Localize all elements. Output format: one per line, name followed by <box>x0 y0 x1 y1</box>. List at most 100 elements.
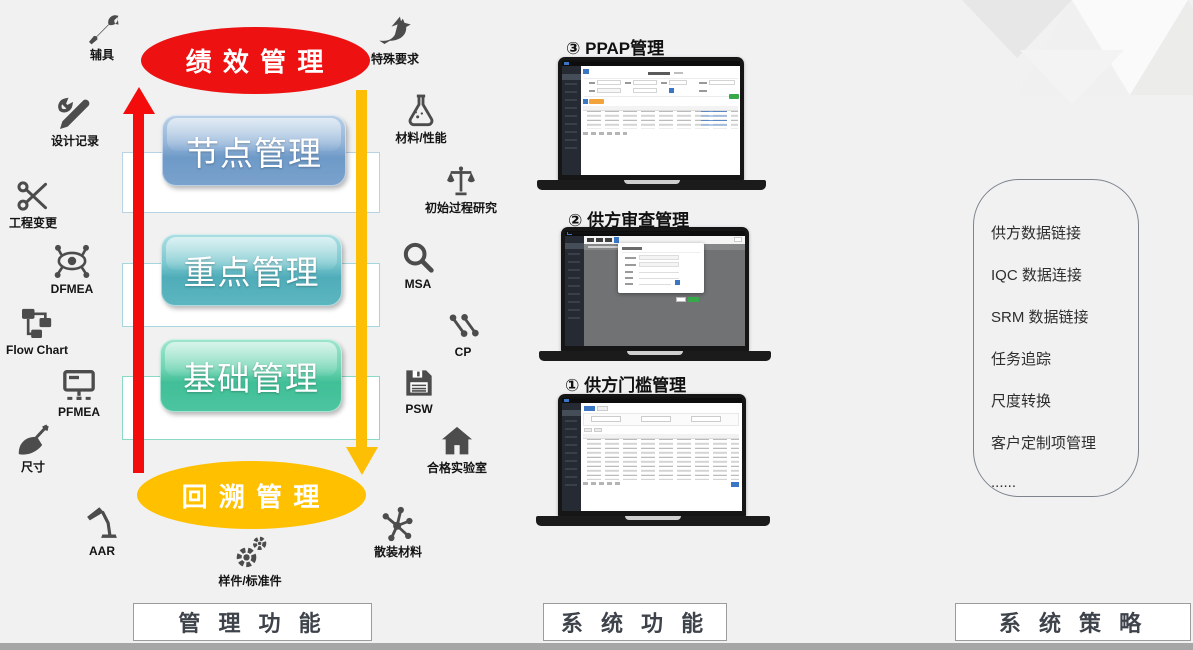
mini-input <box>639 255 679 260</box>
mini-input <box>597 80 621 85</box>
magnifier-icon <box>403 242 434 273</box>
mini-topbar <box>562 398 742 403</box>
icon-item-bulk-material: 散装材料 <box>353 503 443 559</box>
laptop-screenshot-ppap <box>562 61 740 175</box>
strategy-item: 任务追踪 <box>991 351 1052 368</box>
mini-sidebar <box>562 66 581 175</box>
mini-input <box>639 262 679 267</box>
icon-item-material-perf: 材料/性能 <box>376 91 466 145</box>
mini-sidebar-active-item <box>562 74 581 80</box>
mini-toolbar-button <box>596 238 603 242</box>
mini-divider <box>584 96 738 97</box>
laptop-screen <box>558 57 744 182</box>
mini-toolbar-button <box>587 238 594 242</box>
mini-form-label <box>699 90 707 92</box>
mini-page-title-bar <box>648 72 670 75</box>
strategy-panel: 供方数据链接 IQC 数据连接 SRM 数据链接 任务追踪 尺度转换 客户定制项… <box>973 179 1139 497</box>
gears-icon <box>236 536 267 568</box>
ellipse-label: 绩 效 管 理 <box>185 47 326 77</box>
icon-item-pfmea: PFMEA <box>34 365 124 419</box>
icon-item-dimension: 尺寸 <box>0 420 78 474</box>
monitor-icon <box>63 370 95 400</box>
mini-form-label <box>625 82 631 84</box>
mini-input <box>591 416 621 422</box>
traceback-management-ellipse: 回 溯 管 理 <box>137 461 366 529</box>
mini-button-green <box>688 297 699 302</box>
mini-toolbar-blue-button <box>614 237 619 243</box>
mini-sidebar <box>562 403 581 511</box>
laptop-2-supplier-audit <box>539 227 771 361</box>
icon-item-fuju: 辅具 <box>57 8 147 62</box>
mini-form-label <box>661 82 667 84</box>
mini-input <box>709 80 735 85</box>
mini-input <box>597 88 621 93</box>
mini-pagination <box>583 132 627 135</box>
icon-label: PFMEA <box>58 405 100 419</box>
scissors-icon <box>17 181 47 211</box>
mini-sidebar-active-item <box>562 410 581 416</box>
strategy-item: 供方数据链接 <box>991 225 1082 242</box>
icon-item-sample-standard: 样件/标准件 <box>205 532 295 588</box>
mini-input <box>633 88 657 93</box>
mini-tab-active <box>584 406 595 411</box>
laptop-base <box>537 180 766 190</box>
triangle-shape <box>1020 50 1124 105</box>
laptop-3-supplier-gate <box>536 394 770 526</box>
icon-label: 散装材料 <box>373 545 422 559</box>
level-box-label: 重点管理 <box>183 254 320 291</box>
mini-table-rows <box>583 111 738 129</box>
icon-item-special-req: 特殊要求 <box>350 10 440 66</box>
mini-link-column <box>701 111 727 129</box>
icon-label: DFMEA <box>50 282 94 296</box>
mini-form-label <box>589 82 595 84</box>
mini-divider <box>622 252 700 253</box>
icon-label: 样件/标准件 <box>218 574 282 588</box>
icon-label: 特殊要求 <box>370 52 419 66</box>
mini-toolbar <box>584 236 745 244</box>
icon-label: 材料/性能 <box>395 131 447 145</box>
mini-toolbar-box <box>734 237 742 242</box>
desk-lamp-icon <box>87 507 117 538</box>
level-box-label: 节点管理 <box>186 134 322 172</box>
eye-network-icon <box>54 244 90 278</box>
laptop-screenshot-supplier-audit <box>565 231 745 346</box>
mini-toolbar-button <box>605 238 612 242</box>
laptop-screen <box>561 227 749 353</box>
icon-item-aar: AAR <box>57 502 147 558</box>
laptop-screen <box>558 394 746 518</box>
mini-input-line <box>639 281 671 285</box>
mini-button-blue <box>731 482 739 487</box>
bottom-bar <box>0 643 1193 650</box>
laptop-screenshot-supplier-gate <box>562 398 742 511</box>
icon-label: 尺寸 <box>20 460 45 474</box>
scales-icon <box>447 166 475 196</box>
mini-table-header <box>583 106 738 111</box>
mini-sidebar-active-item <box>565 243 584 249</box>
icon-item-qualified-lab: 合格实验室 <box>412 421 502 475</box>
flowchart-icon <box>22 308 52 338</box>
design-tools-icon <box>58 97 90 129</box>
mini-form-label <box>699 82 707 84</box>
laptop-base-notch <box>627 351 683 355</box>
mini-input <box>669 80 687 85</box>
dove-icon <box>379 16 411 44</box>
mini-divider <box>584 78 738 79</box>
mini-input <box>641 416 671 422</box>
up-arrow-red <box>133 112 144 473</box>
down-arrow-yellow <box>356 90 367 447</box>
mini-topbar <box>562 61 740 66</box>
floppy-icon <box>406 370 432 396</box>
nodes-icon <box>449 313 479 337</box>
icon-label: 工程变更 <box>8 216 57 230</box>
house-icon <box>442 426 472 455</box>
mini-pagination <box>583 482 623 485</box>
mini-input <box>691 416 721 422</box>
mini-input-line <box>639 269 679 273</box>
strategy-item: SRM 数据链接 <box>991 309 1089 326</box>
level-box-label: 基础管理 <box>183 359 319 397</box>
icon-label: 设计记录 <box>50 134 99 148</box>
mini-form-label <box>625 264 636 266</box>
mini-modal-title <box>622 247 642 250</box>
icon-item-msa: MSA <box>373 237 463 291</box>
